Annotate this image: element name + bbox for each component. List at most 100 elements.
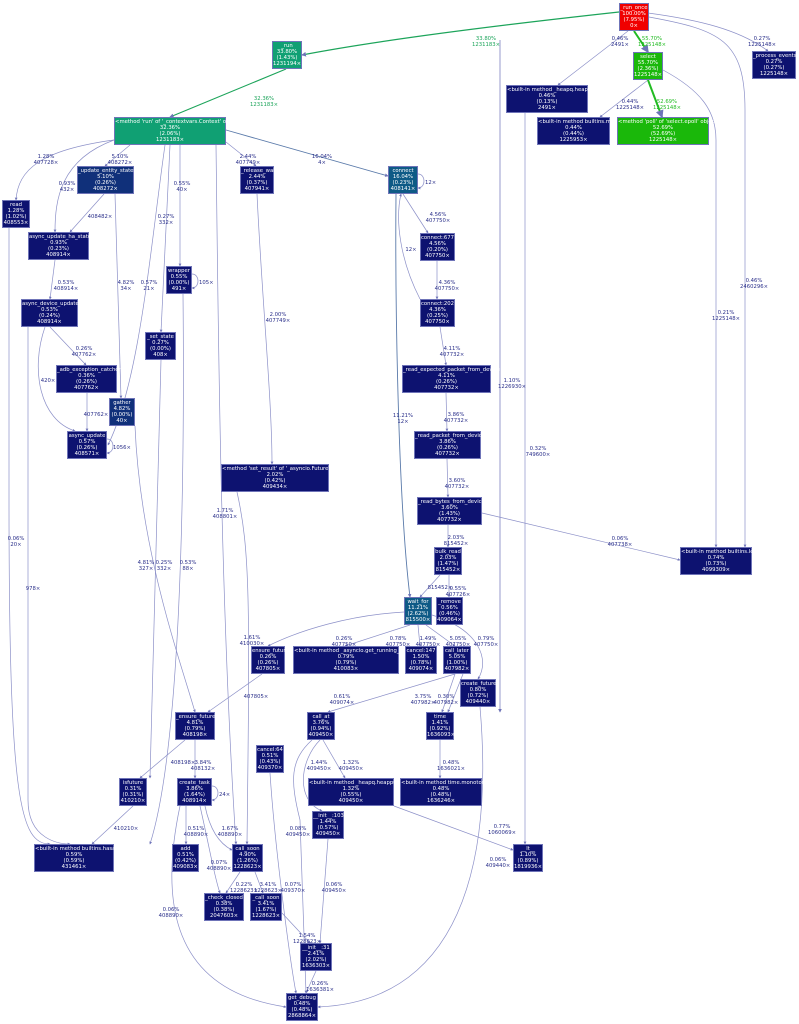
node-epoll[interactable]: <method 'poll' of 'select.epoll' objects… bbox=[617, 117, 724, 145]
total-time: 3.41% bbox=[257, 900, 275, 907]
edge-label: 0.44%1225148× bbox=[615, 99, 645, 112]
node-builtins-len[interactable]: <built-in method builtins.len>0.74%(0.73… bbox=[680, 547, 761, 575]
total-time: 2.44% bbox=[248, 173, 266, 180]
function-name: <method 'poll' of 'select.epoll' objects… bbox=[618, 118, 724, 125]
node-heapify[interactable]: <built-in method _heapq.heapify>0.46%(0.… bbox=[506, 85, 599, 113]
edge-label: 1.32%409450× bbox=[338, 760, 364, 773]
total-time: 16.04% bbox=[392, 173, 414, 180]
function-name: call_later bbox=[445, 647, 469, 654]
edge-label: 0.79%407750× bbox=[473, 636, 499, 649]
self-time: (0.31%) bbox=[122, 792, 144, 798]
function-name: __init__:31 bbox=[302, 944, 330, 951]
node-hasattr[interactable]: <built-in method builtins.hasattr>0.59%(… bbox=[34, 844, 126, 872]
edge-label: 407805× bbox=[243, 694, 269, 700]
call-count: 409450× bbox=[308, 732, 334, 739]
call-count: 407805× bbox=[255, 666, 281, 673]
call-edge bbox=[267, 611, 405, 647]
function-name: _process_events bbox=[753, 52, 797, 59]
node-get-running-loop[interactable]: <built-in method _asyncio.get_running_lo… bbox=[293, 646, 415, 674]
self-time: (1.43%) bbox=[276, 55, 298, 61]
edge-label: 4.81%327× bbox=[137, 560, 155, 573]
total-time: 1.32% bbox=[342, 785, 360, 792]
edge-label: 12× bbox=[405, 247, 417, 253]
edge-label: 0.07%409370× bbox=[280, 882, 306, 895]
self-loop-edge bbox=[191, 273, 199, 290]
self-time: (52.69%) bbox=[650, 131, 676, 137]
edge-label: 0.06%409450× bbox=[321, 882, 347, 895]
function-name: ensure_future bbox=[252, 647, 289, 654]
call-edge bbox=[599, 79, 649, 118]
node-lt[interactable]: __lt__1.10%(0.89%)1819936× bbox=[513, 844, 543, 872]
function-name: connect:202 bbox=[421, 300, 455, 307]
call-count: 1231183× bbox=[155, 137, 185, 144]
node-ctx-run[interactable]: <method 'run' of '_contextvars.Context' … bbox=[114, 117, 246, 145]
node-max[interactable]: <built-in method builtins.max>0.44%(0.44… bbox=[537, 117, 622, 145]
edge-label: 410210× bbox=[113, 826, 139, 832]
function-name: _check_closed bbox=[205, 894, 243, 901]
function-name: wait_for bbox=[407, 598, 429, 605]
node-heappush[interactable]: <built-in method _heapq.heappush>1.32%(0… bbox=[308, 778, 407, 806]
total-time: 0.51% bbox=[177, 851, 194, 858]
total-time: 0.74% bbox=[707, 554, 725, 561]
edge-label: 3.75%407982× bbox=[410, 694, 436, 707]
edge-label: 0.08%409450× bbox=[285, 826, 311, 839]
edge-label: 1.28%407728× bbox=[33, 154, 59, 167]
function-name: <built-in method _heapq.heapify> bbox=[507, 86, 599, 93]
node-time-monotonic[interactable]: <built-in method time.monotonic>0.48%(0.… bbox=[400, 778, 494, 806]
call-count: 407732× bbox=[437, 517, 462, 524]
function-name: _call_soon bbox=[252, 894, 280, 901]
total-time: 0.27% bbox=[765, 58, 783, 65]
node-set-result[interactable]: <method 'set_result' of '_asyncio.Future… bbox=[221, 464, 356, 492]
total-time: 1.44% bbox=[319, 818, 337, 825]
total-time: 0.53% bbox=[41, 306, 58, 313]
edge-label: 2.00%407749× bbox=[265, 312, 291, 325]
call-count: 1231194× bbox=[273, 61, 302, 68]
function-name: <method 'set_result' of '_asyncio.Future… bbox=[222, 465, 356, 472]
function-name: create_task bbox=[179, 779, 210, 786]
call-edge bbox=[169, 68, 287, 118]
call-count: 408× bbox=[153, 352, 168, 359]
call-count: 408914× bbox=[37, 319, 62, 326]
call-edge bbox=[425, 624, 456, 647]
